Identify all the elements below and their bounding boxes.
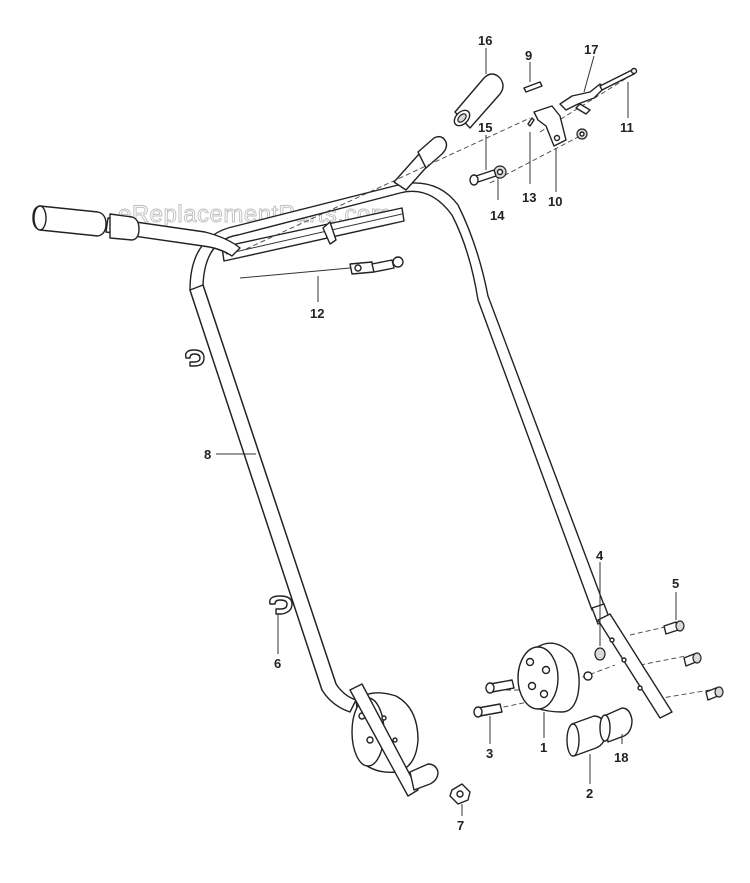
part-17-lever [559, 83, 605, 115]
callout-18: 18 [614, 750, 628, 765]
callout-12: 12 [310, 306, 324, 321]
callout-6: 6 [274, 656, 281, 671]
callout-15: 15 [478, 120, 492, 135]
callout-labels: 16 9 17 11 15 13 10 14 12 8 4 5 6 3 1 18… [204, 33, 679, 833]
callout-9: 9 [525, 48, 532, 63]
handle-frame [105, 143, 611, 713]
callout-10: 10 [548, 194, 562, 209]
left-handle-grips [32, 205, 140, 241]
part-5-bolts [663, 620, 724, 701]
part-15-bolt [469, 169, 497, 186]
callout-11: 11 [620, 120, 634, 135]
callout-5: 5 [672, 576, 679, 591]
part-2-spacer [566, 715, 607, 757]
nut-near-10 [576, 128, 588, 140]
part-11-screw [599, 67, 638, 91]
callout-8: 8 [204, 447, 211, 462]
right-bracket-plate [583, 613, 673, 719]
leader-lines [216, 48, 677, 816]
part-10-bracket [527, 105, 567, 147]
callout-17: 17 [584, 42, 598, 57]
part-6-clip [269, 595, 293, 615]
callout-13: 13 [522, 190, 536, 205]
part-18-spacer [599, 707, 633, 743]
callout-4: 4 [596, 548, 604, 563]
left-wheel-assembly [349, 683, 439, 797]
part-7-bushing [449, 783, 471, 805]
callout-1: 1 [540, 740, 547, 755]
upper-clip [184, 349, 205, 367]
part-4-nut [594, 647, 606, 661]
part-12-cable [239, 256, 404, 279]
assembly-lines [245, 75, 711, 713]
part-3-bolts [473, 679, 515, 718]
callout-14: 14 [490, 208, 505, 223]
part-1-wheel [517, 642, 580, 713]
callout-16: 16 [478, 33, 492, 48]
callout-2: 2 [586, 786, 593, 801]
part-9-pin [523, 81, 543, 93]
callout-3: 3 [486, 746, 493, 761]
part-16-grip [417, 73, 504, 169]
callout-7: 7 [457, 818, 464, 833]
